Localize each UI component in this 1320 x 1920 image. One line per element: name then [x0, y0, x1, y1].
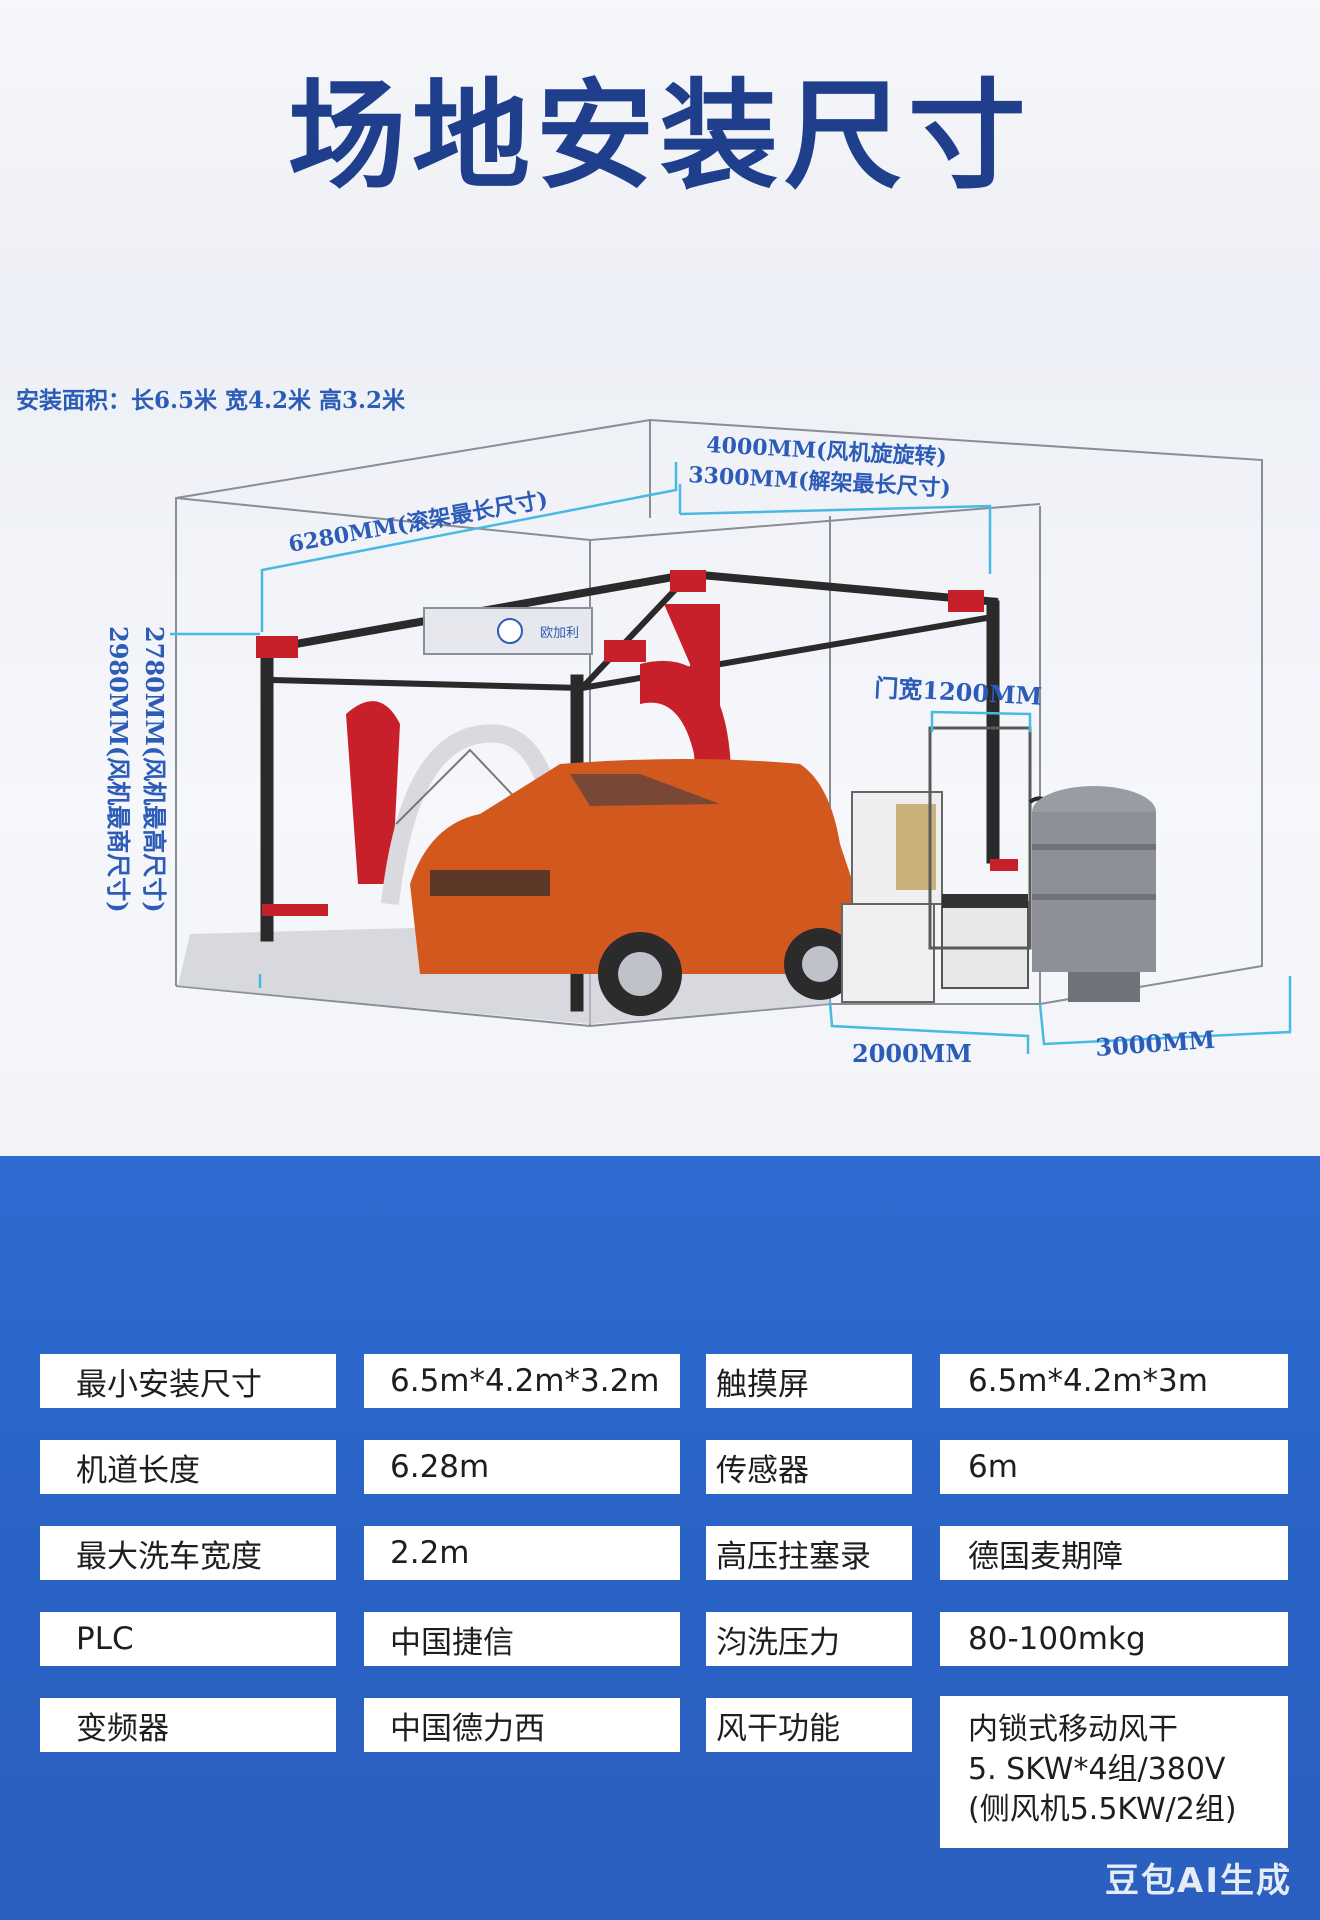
spec-label: 最大洗车宽度	[40, 1526, 336, 1580]
header: 场地安装尺寸	[0, 0, 1320, 284]
spec-value-line: 5. SKW*4组/380V	[968, 1752, 1226, 1787]
page-title: 场地安装尺寸	[287, 67, 1032, 205]
installation-diagram: 欧加利	[0, 284, 1320, 1156]
spec-label: 汮洗压力	[706, 1612, 912, 1666]
spec-label: 最小安装尺寸	[40, 1354, 336, 1408]
spec-value: 6.28m	[364, 1440, 680, 1494]
spec-value: 2.2m	[364, 1526, 680, 1580]
spec-value-line: 内锁式移动风干	[968, 1712, 1178, 1747]
spec-panel: 最小安装尺寸 6.5m*4.2m*3.2m 触摸屏 6.5m*4.2m*3m 机…	[0, 1156, 1320, 1920]
dimension-guides	[170, 462, 1292, 1054]
spec-value: 6m	[940, 1440, 1288, 1494]
watermark: 豆包AI生成	[1105, 1861, 1292, 1901]
spec-label: 高压拄塞录	[706, 1526, 912, 1580]
brand-logo-text: 欧加利	[540, 626, 579, 641]
install-area-label: 安装面积：长6.5米 宽4.2米 高3.2米	[16, 387, 406, 414]
spec-value-drying: 内锁式移动风干 5. SKW*4组/380V (侧风机5.5KW/2组)	[940, 1696, 1288, 1848]
dim-bottom-3000: 3000MM	[1094, 1025, 1216, 1062]
dim-bottom-2000: 2000MM	[852, 1039, 972, 1068]
dim-height-1: 2780MM(风机最高尺寸)	[140, 626, 169, 913]
spec-label: 机道长度	[40, 1440, 336, 1494]
spec-value: 德国麦期障	[940, 1526, 1288, 1580]
spec-value-line: (侧风机5.5KW/2组)	[968, 1792, 1237, 1827]
spec-label: 变频器	[40, 1698, 336, 1752]
spec-value: 中国德力西	[364, 1698, 680, 1752]
spec-value: 80-100mkg	[940, 1612, 1288, 1666]
dim-height-2: 2980MM(风机最商尺寸)	[104, 626, 133, 913]
spec-value: 中国捷信	[364, 1612, 680, 1666]
spec-label: 风干功能	[706, 1698, 912, 1752]
installation-drawing: 欧加利	[16, 387, 1292, 1068]
spec-label: 触摸屏	[706, 1354, 912, 1408]
dim-door-width: 门宽1200MM	[874, 673, 1043, 711]
spec-label: 传感器	[706, 1440, 912, 1494]
spec-label: PLC	[40, 1612, 336, 1666]
spec-value: 6.5m*4.2m*3.2m	[364, 1354, 680, 1408]
dryer-unit: 欧加利	[423, 607, 593, 655]
car	[410, 759, 860, 1016]
spec-value: 6.5m*4.2m*3m	[940, 1354, 1288, 1408]
equipment	[841, 726, 1156, 1003]
